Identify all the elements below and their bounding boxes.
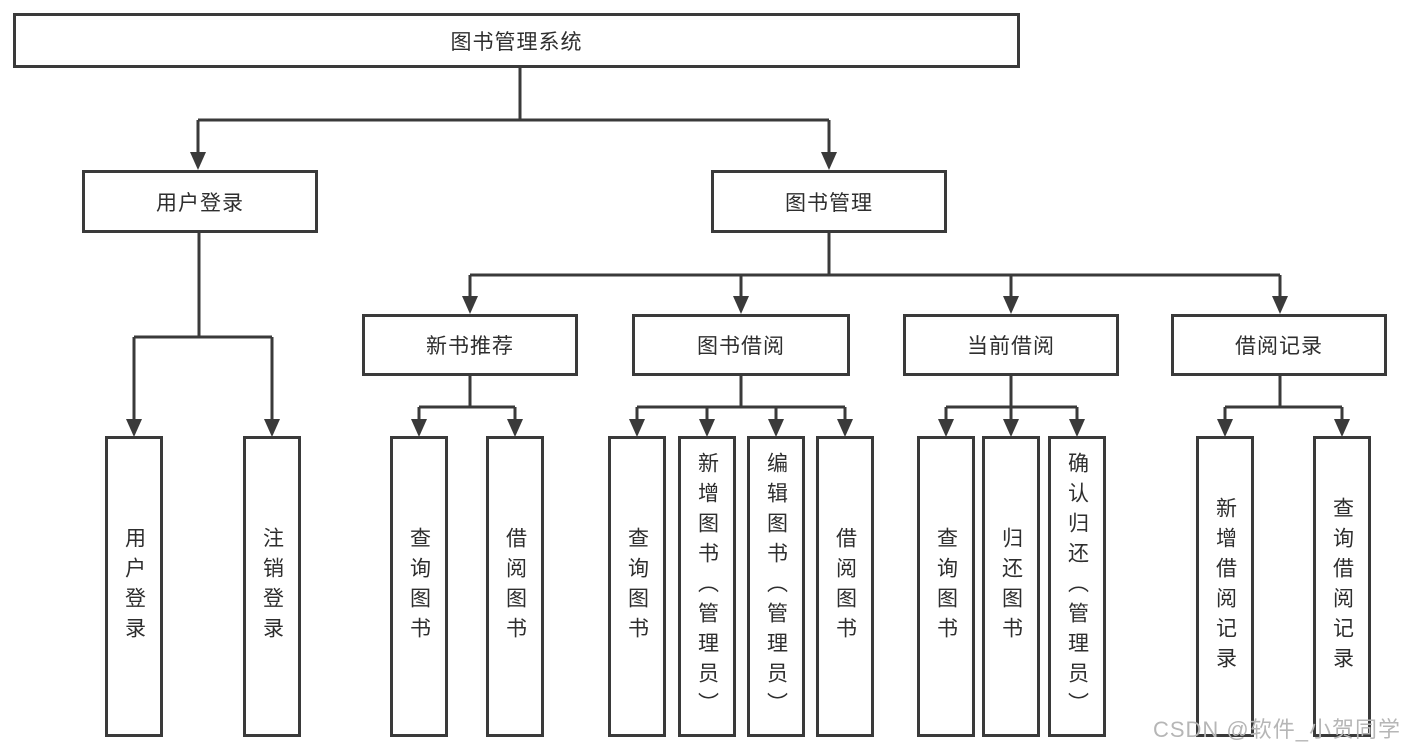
leaf-confirm-return-admin: 确认归还（管理员） — [1048, 436, 1106, 737]
leaf-add-borrow-record: 新增借阅记录 — [1196, 436, 1254, 737]
node-user-login: 用户登录 — [82, 170, 318, 233]
node-label: 用户登录 — [122, 526, 146, 647]
leaf-query-books-recommend: 查询图书 — [390, 436, 448, 737]
node-new-book-recommend: 新书推荐 — [362, 314, 578, 376]
leaf-logout: 注销登录 — [243, 436, 301, 737]
node-label: 新增图书（管理员） — [695, 451, 719, 722]
node-label: 查询图书 — [407, 526, 431, 647]
leaf-borrow-books: 借阅图书 — [816, 436, 874, 737]
node-label: 借阅记录 — [1235, 335, 1323, 358]
leaf-query-books-current: 查询图书 — [917, 436, 975, 737]
node-label: 查询图书 — [625, 526, 649, 647]
node-label: 查询图书 — [934, 526, 958, 647]
csdn-watermark: CSDN @软件_小贺同学 — [1152, 717, 1401, 742]
node-label: 图书管理 — [785, 191, 873, 215]
node-current-borrow: 当前借阅 — [903, 314, 1119, 376]
leaf-return-books: 归还图书 — [982, 436, 1040, 737]
leaf-borrow-books-recommend: 借阅图书 — [486, 436, 544, 737]
node-library-management-system: 图书管理系统 — [13, 13, 1020, 68]
leaf-query-borrow-record: 查询借阅记录 — [1313, 436, 1371, 737]
node-label: 新书推荐 — [426, 335, 514, 358]
leaf-edit-book-admin: 编辑图书（管理员） — [747, 436, 805, 737]
node-label: 图书管理系统 — [450, 30, 583, 54]
node-label: 用户登录 — [156, 191, 244, 215]
node-borrow-records: 借阅记录 — [1171, 314, 1387, 376]
leaf-add-book-admin: 新增图书（管理员） — [678, 436, 736, 737]
node-label: 查询借阅记录 — [1330, 496, 1354, 677]
node-label: 新增借阅记录 — [1213, 496, 1237, 677]
node-label: 编辑图书（管理员） — [764, 451, 788, 722]
node-book-borrow: 图书借阅 — [632, 314, 850, 376]
node-label: 确认归还（管理员） — [1065, 451, 1089, 722]
node-label: 归还图书 — [999, 526, 1023, 647]
leaf-user-login: 用户登录 — [105, 436, 163, 737]
node-label: 借阅图书 — [833, 526, 857, 647]
node-book-management: 图书管理 — [711, 170, 947, 233]
node-label: 借阅图书 — [503, 526, 527, 647]
leaf-query-books-borrow: 查询图书 — [608, 436, 666, 737]
node-label: 图书借阅 — [697, 335, 785, 358]
node-label: 当前借阅 — [967, 335, 1055, 358]
node-label: 注销登录 — [260, 526, 284, 647]
